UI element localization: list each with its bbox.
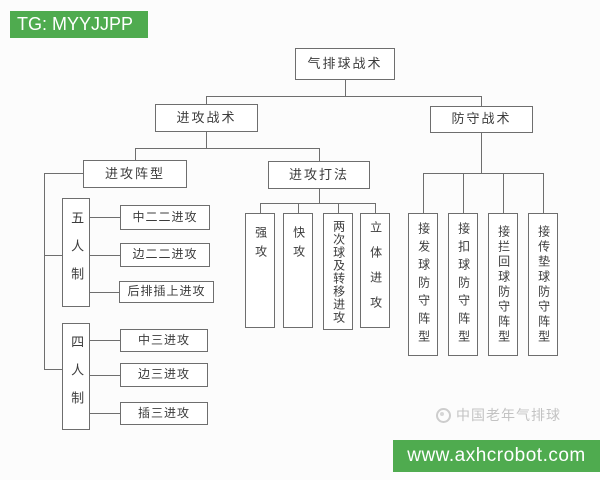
- attack-tactics-node: 进攻战术: [155, 104, 258, 132]
- attack-method-node: 两次球及转移进攻: [323, 213, 353, 330]
- connector: [44, 369, 62, 370]
- connector: [206, 132, 207, 148]
- connector: [298, 203, 299, 213]
- four-person-node: 四人制: [62, 323, 90, 430]
- watermark-text: 中国老年气排球: [456, 409, 561, 424]
- connector: [206, 96, 207, 104]
- defense-tactics-node: 防守战术: [430, 106, 533, 133]
- website-url-banner: www.axhcrobot.com: [393, 440, 600, 472]
- attack-method-node: 立体进攻: [360, 213, 390, 328]
- connector: [503, 173, 504, 213]
- attack-methods-node: 进攻打法: [268, 161, 370, 189]
- connector: [375, 203, 376, 213]
- root-node: 气排球战术: [295, 48, 395, 80]
- attack-method-node: 强攻: [245, 213, 275, 328]
- connector: [44, 255, 62, 256]
- tg-contact-banner: TG: MYYJJPP: [10, 11, 148, 38]
- connector: [423, 173, 543, 174]
- formation-item-node: 插三进攻: [120, 402, 208, 425]
- defense-item-node: 接发球防守阵型: [408, 213, 438, 356]
- attack-formation-node: 进攻阵型: [83, 160, 187, 188]
- connector: [319, 148, 320, 161]
- connector: [206, 96, 482, 97]
- defense-item-node: 接传垫球防守阵型: [528, 213, 558, 356]
- formation-item-node: 边三进攻: [120, 363, 208, 387]
- connector: [319, 189, 320, 203]
- connector: [463, 173, 464, 213]
- defense-item-node: 接拦回球防守阵型: [488, 213, 518, 356]
- attack-method-node: 快攻: [283, 213, 313, 328]
- connector: [44, 173, 83, 174]
- defense-item-node: 接扣球防守阵型: [448, 213, 478, 356]
- connector: [90, 292, 119, 293]
- five-person-node: 五人制: [62, 198, 90, 307]
- formation-item-node: 中二二进攻: [120, 205, 210, 230]
- round-mascot-icon: [436, 407, 451, 423]
- connector: [90, 375, 120, 376]
- connector: [345, 80, 346, 96]
- formation-item-node: 后排插上进攻: [119, 281, 214, 303]
- connector: [543, 173, 544, 213]
- connector: [135, 148, 319, 149]
- connector: [481, 96, 482, 106]
- connector: [338, 203, 339, 213]
- connector: [481, 133, 482, 173]
- connector: [90, 413, 120, 414]
- formation-item-node: 中三进攻: [120, 329, 208, 352]
- connector: [90, 255, 120, 256]
- connector: [135, 148, 136, 160]
- formation-item-node: 边二二进攻: [120, 243, 210, 267]
- watermark: 中国老年气排球: [436, 405, 561, 425]
- connector: [260, 203, 261, 213]
- connector: [423, 173, 424, 213]
- connector: [90, 340, 120, 341]
- connector: [44, 173, 45, 370]
- connector: [90, 217, 120, 218]
- connector: [260, 203, 375, 204]
